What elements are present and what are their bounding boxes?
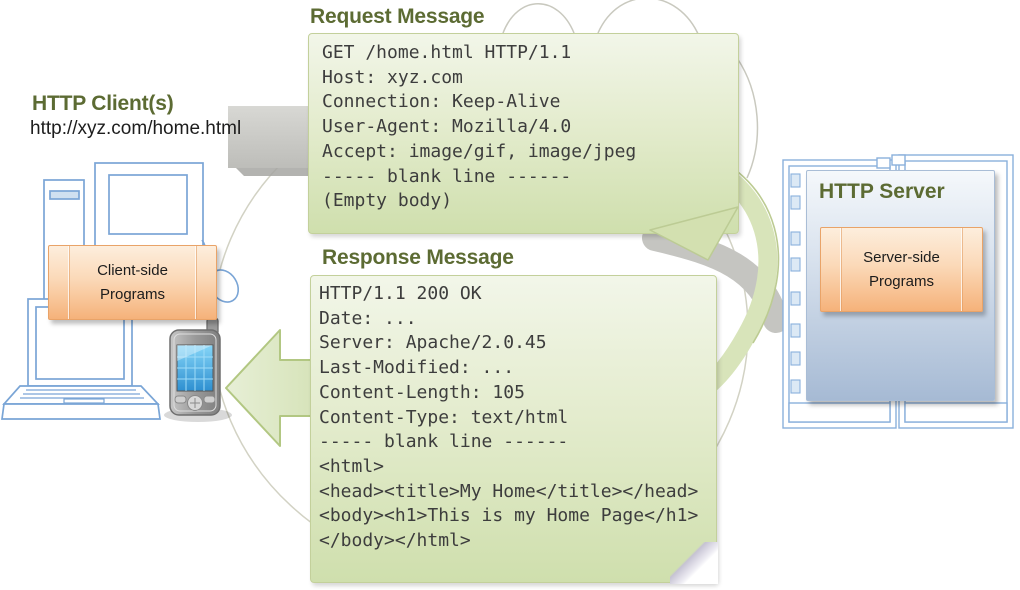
panel-divider: [68, 246, 70, 319]
server-side-programs-box: Server-side Programs: [820, 227, 983, 312]
pda-icon: [164, 317, 232, 422]
response-arrow: [225, 329, 317, 447]
panel-divider: [195, 246, 197, 319]
request-body: GET /home.html HTTP/1.1 Host: xyz.com Co…: [322, 42, 637, 212]
panel-divider: [961, 228, 963, 311]
client-connector-block: [228, 106, 312, 176]
response-title: Response Message: [322, 246, 514, 269]
page-curl: [670, 542, 718, 584]
request-title: Request Message: [310, 5, 485, 28]
response-body: HTTP/1.1 200 OK Date: ... Server: Apache…: [319, 283, 699, 552]
client-title: HTTP Client(s): [32, 92, 174, 115]
server-title: HTTP Server: [819, 180, 945, 203]
request-message-bubble: GET /home.html HTTP/1.1 Host: xyz.com Co…: [308, 33, 739, 234]
client-programs-label: Client-side Programs: [97, 262, 168, 303]
client-side-programs-box: Client-side Programs: [48, 245, 217, 320]
client-url: http://xyz.com/home.html: [30, 118, 242, 139]
panel-divider: [840, 228, 842, 311]
response-message-bubble: HTTP/1.1 200 OK Date: ... Server: Apache…: [310, 275, 718, 584]
server-programs-label: Server-side Programs: [863, 249, 940, 290]
